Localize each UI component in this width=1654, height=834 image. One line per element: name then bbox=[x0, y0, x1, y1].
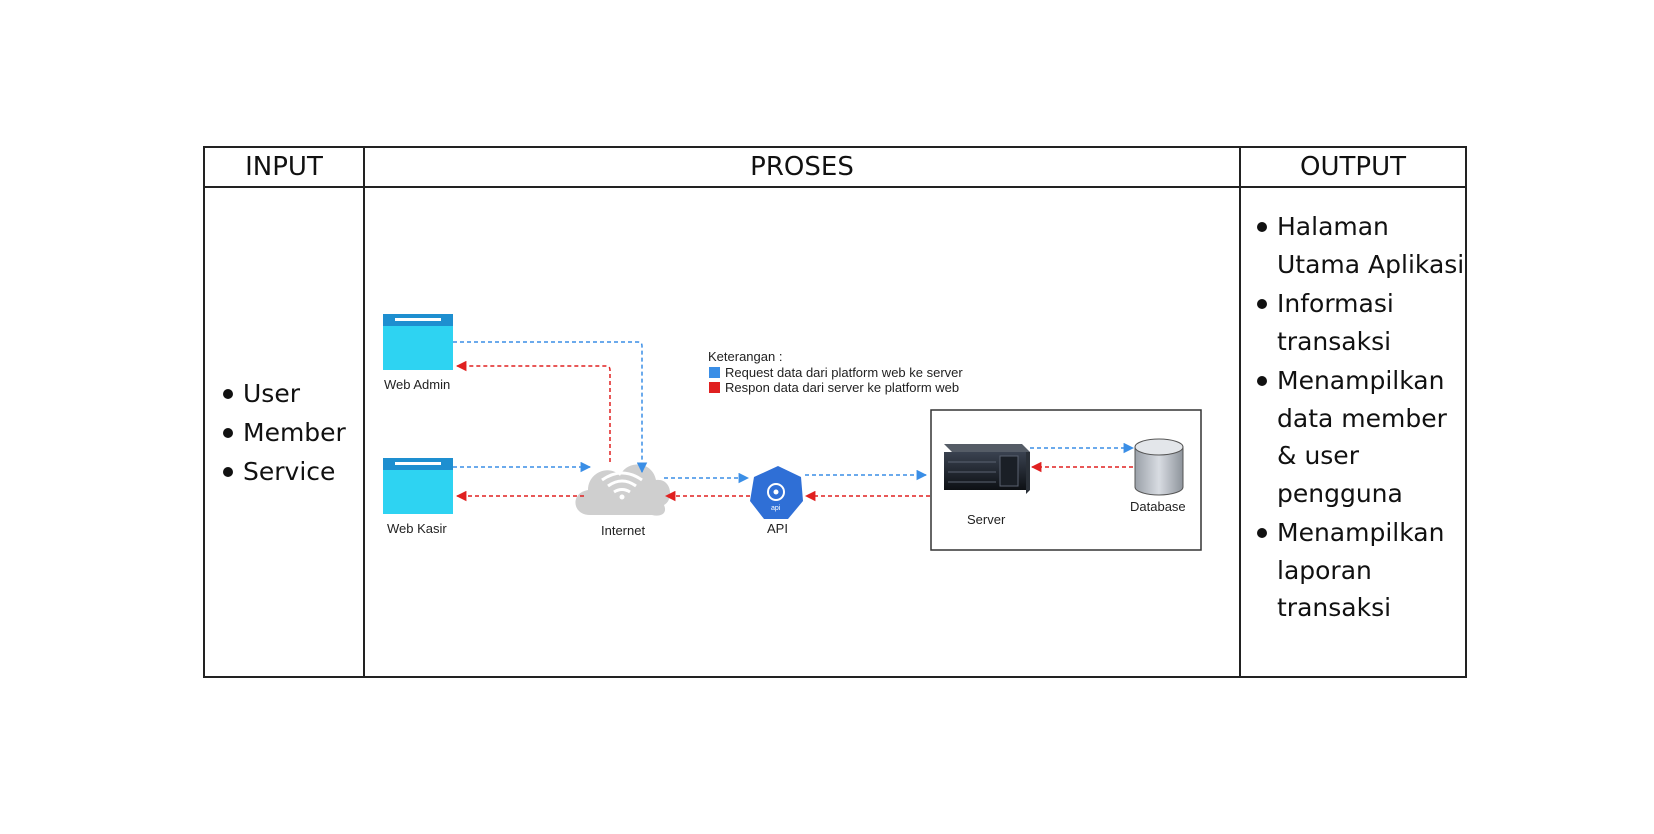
input-header: INPUT bbox=[203, 146, 365, 188]
list-item: Menampilkan data member & user pengguna bbox=[1257, 362, 1465, 512]
bullet-icon bbox=[223, 388, 233, 399]
list-item: Informasi transaksi bbox=[1257, 285, 1465, 360]
bullet-icon bbox=[1257, 222, 1267, 232]
server-group-box bbox=[930, 409, 1202, 551]
web-kasir-label: Web Kasir bbox=[387, 521, 447, 536]
bullet-icon bbox=[223, 466, 233, 477]
web-admin-icon bbox=[383, 314, 453, 370]
web-kasir-icon bbox=[383, 458, 453, 514]
ipo-table: INPUT PROSES OUTPUT User Member Service … bbox=[203, 146, 1467, 678]
output-header: OUTPUT bbox=[1239, 146, 1467, 188]
list-item: Menampilkan laporan transaksi bbox=[1257, 514, 1465, 627]
legend-title: Keterangan : bbox=[708, 349, 782, 364]
legend-response-text: Respon data dari server ke platform web bbox=[725, 380, 959, 395]
input-list: User Member Service bbox=[205, 374, 363, 491]
output-cell: Halaman Utama Aplikasi Informasi transak… bbox=[1239, 186, 1467, 678]
list-item: Member bbox=[223, 413, 363, 452]
web-admin-label: Web Admin bbox=[384, 377, 450, 392]
list-item: User bbox=[223, 374, 363, 413]
output-list: Halaman Utama Aplikasi Informasi transak… bbox=[1241, 188, 1465, 627]
server-icon bbox=[944, 444, 1030, 494]
response-arrow-admin bbox=[455, 360, 611, 462]
server-label: Server bbox=[967, 512, 1006, 527]
cloud-icon bbox=[575, 464, 671, 516]
internet-label: Internet bbox=[601, 523, 645, 538]
api-badge-text: api bbox=[771, 505, 781, 512]
bullet-icon bbox=[223, 427, 233, 438]
content-row: User Member Service Halaman Utama Aplika… bbox=[203, 186, 1467, 678]
bullet-icon bbox=[1257, 528, 1267, 538]
process-header: PROSES bbox=[363, 146, 1241, 188]
list-item: Service bbox=[223, 452, 363, 491]
request-arrow-admin bbox=[453, 341, 648, 474]
legend-request-swatch bbox=[709, 367, 720, 378]
legend-response-swatch bbox=[709, 382, 720, 393]
bullet-icon bbox=[1257, 376, 1267, 386]
database-label: Database bbox=[1130, 499, 1186, 514]
header-row: INPUT PROSES OUTPUT bbox=[203, 146, 1467, 188]
api-label: API bbox=[767, 521, 788, 536]
process-cell bbox=[363, 186, 1241, 678]
bullet-icon bbox=[1257, 299, 1267, 309]
list-item: Halaman Utama Aplikasi bbox=[1257, 208, 1465, 283]
input-cell: User Member Service bbox=[203, 186, 365, 678]
database-icon bbox=[1134, 438, 1184, 496]
legend-request-text: Request data dari platform web ke server bbox=[725, 365, 963, 380]
api-icon: api bbox=[750, 466, 803, 519]
